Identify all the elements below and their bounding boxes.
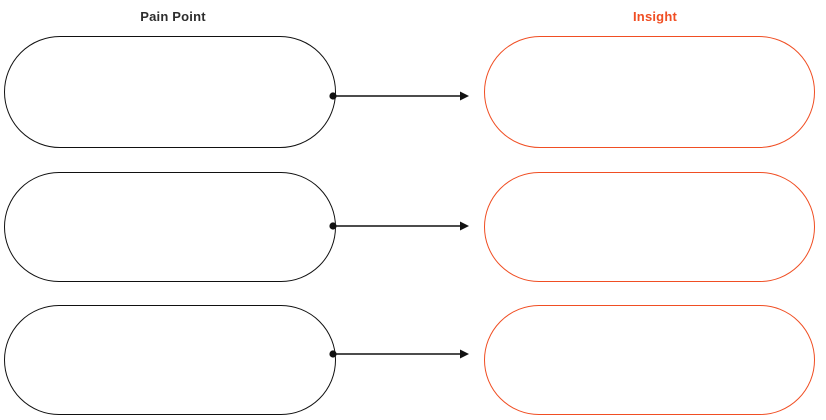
connector-arrowhead [460, 221, 469, 231]
pain-point-pill-2[interactable] [4, 172, 336, 282]
column-header-pain-point: Pain Point [140, 9, 206, 24]
pain-point-pill-3[interactable] [4, 305, 336, 415]
insight-pill-2[interactable] [484, 172, 815, 282]
column-header-insight: Insight [632, 9, 678, 24]
arrow-right-icon [329, 91, 469, 101]
arrow-right-icon [329, 221, 469, 231]
connector-arrowhead [460, 349, 469, 359]
connector-row-1 [326, 86, 476, 106]
connector-arrowhead [460, 91, 469, 101]
insight-pill-3[interactable] [484, 305, 815, 415]
pain-point-pill-1[interactable] [4, 36, 336, 148]
connector-row-3 [326, 344, 476, 364]
connector-row-2 [326, 216, 476, 236]
insight-pill-1[interactable] [484, 36, 815, 148]
arrow-right-icon [329, 349, 469, 359]
